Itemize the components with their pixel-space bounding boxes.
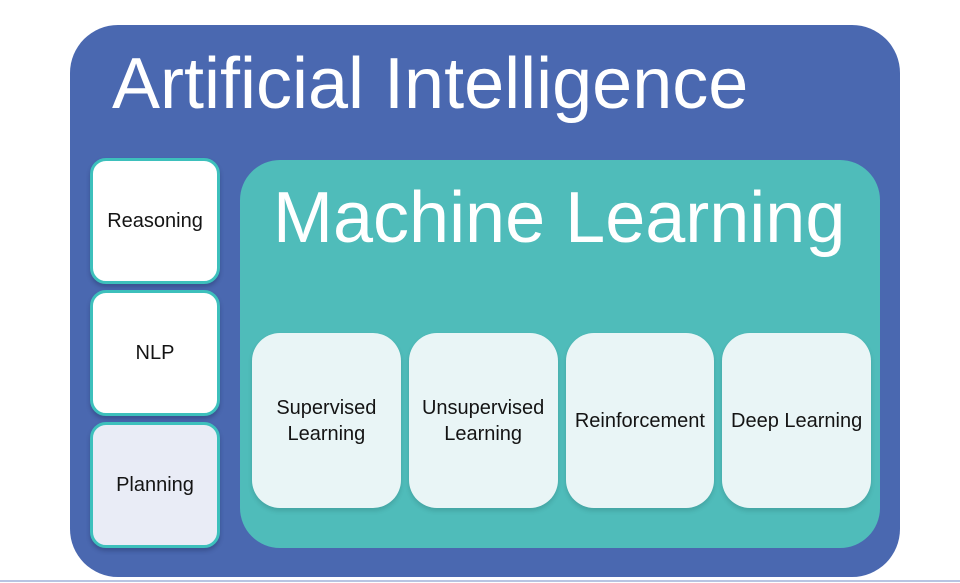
artificial-intelligence-container: Artificial Intelligence Reasoning NLP Pl…: [70, 25, 900, 577]
machine-learning-container: Machine Learning Supervised Learning Uns…: [240, 160, 880, 548]
node-deep-learning: Deep Learning: [722, 333, 871, 508]
machine-learning-title: Machine Learning: [273, 178, 846, 258]
node-planning: Planning: [90, 422, 220, 548]
node-unsupervised-learning: Unsupervised Learning: [408, 333, 558, 508]
ai-subtopics-column: Reasoning NLP Planning: [90, 158, 220, 548]
node-reinforcement: Reinforcement: [565, 333, 715, 508]
node-supervised-learning: Supervised Learning: [252, 333, 401, 508]
artificial-intelligence-title: Artificial Intelligence: [112, 44, 749, 124]
bottom-edge-rule: [0, 580, 960, 582]
ml-subtopics-row: Supervised Learning Unsupervised Learnin…: [252, 333, 871, 508]
node-reasoning: Reasoning: [90, 158, 220, 284]
node-nlp: NLP: [90, 290, 220, 416]
